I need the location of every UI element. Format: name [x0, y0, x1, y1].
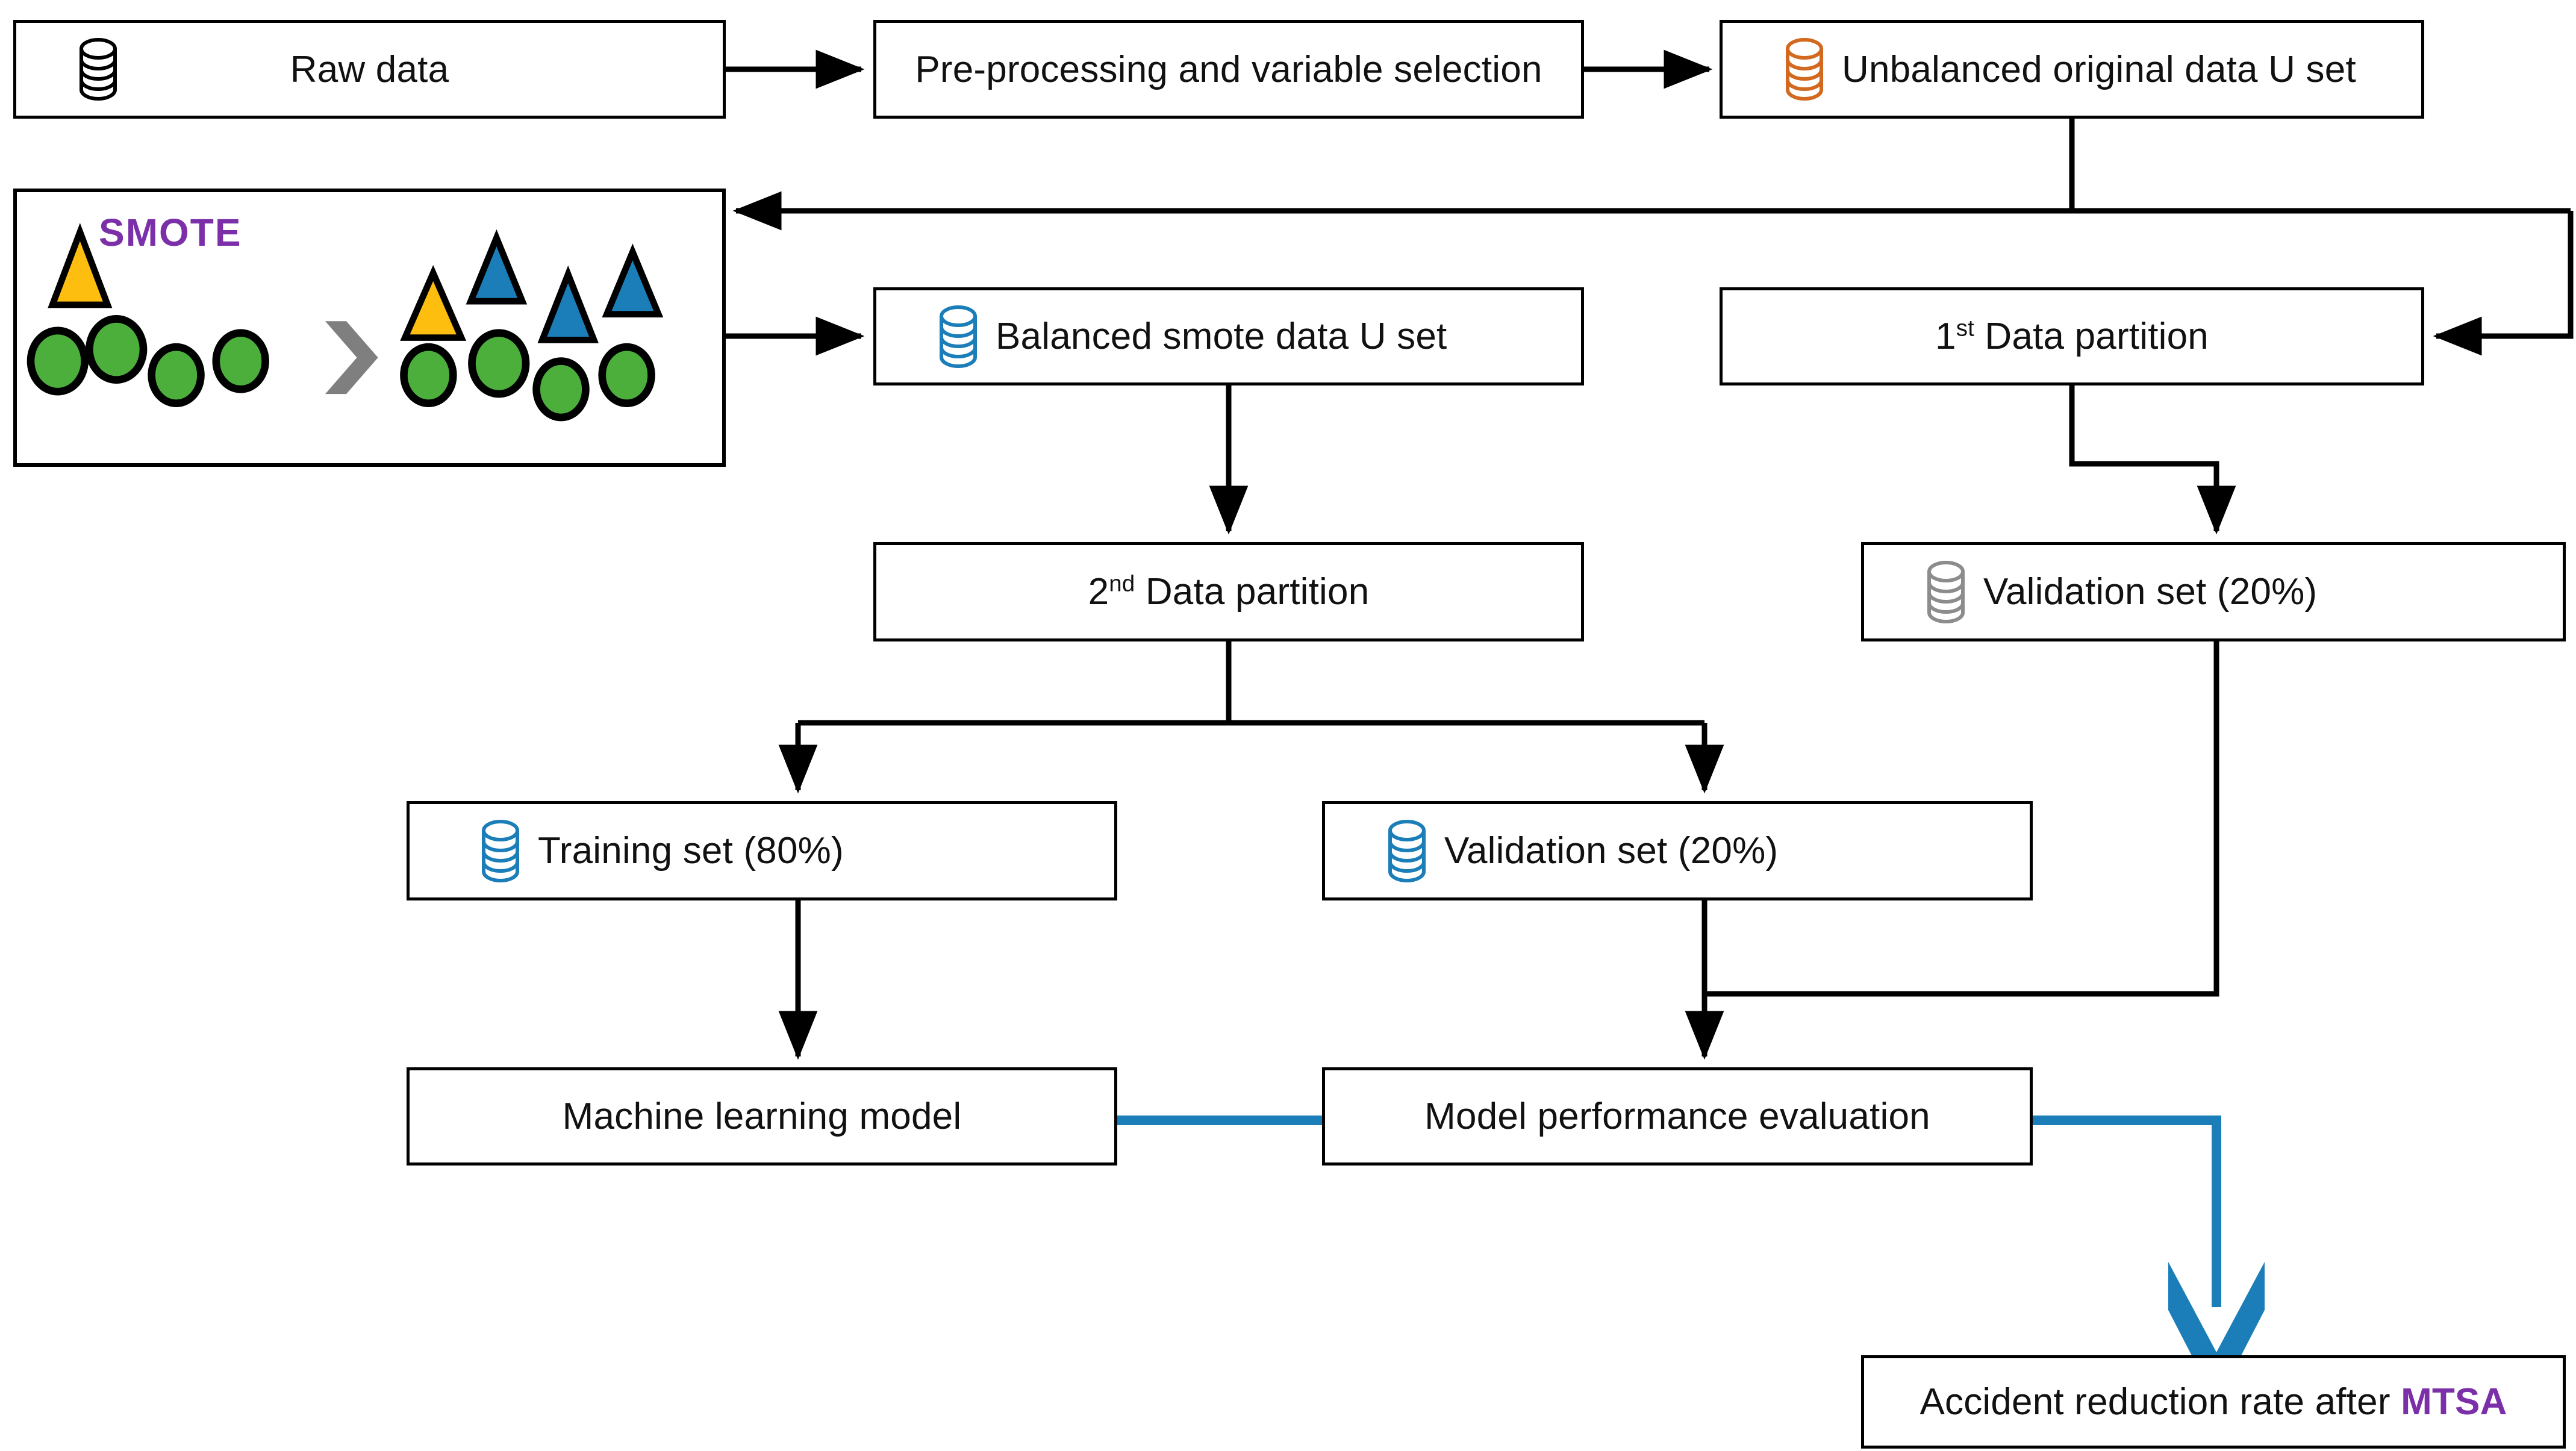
node-validation-set-mid-label: Validation set (20%) — [1444, 830, 1779, 872]
node-preprocessing[interactable]: Pre-processing and variable selection — [873, 20, 1584, 119]
node-model-performance-evaluation[interactable]: Model performance evaluation — [1322, 1067, 2033, 1165]
node-validation-set-right[interactable]: Validation set (20%) — [1861, 542, 2566, 641]
database-cylinder-icon — [1786, 38, 1823, 101]
node-data-partition-2[interactable]: 2nd Data partition — [873, 542, 1584, 641]
node-balanced-smote-label: Balanced smote data U set — [996, 316, 1447, 357]
node-validation-set-right-label: Validation set (20%) — [1983, 571, 2318, 613]
node-data-partition-2-label: 2nd Data partition — [1088, 570, 1370, 613]
smote-label: SMOTE — [99, 211, 242, 254]
triangle-yellow-after — [400, 265, 467, 341]
circle-green-before-2 — [86, 315, 148, 384]
circle-green-after-4 — [598, 343, 655, 407]
ordinal-suffix: nd — [1109, 570, 1135, 597]
triangle-blue-after-3 — [602, 243, 664, 317]
edge-evaluation-result-blue — [2033, 1116, 2221, 1307]
node-unbalanced-original[interactable]: Unbalanced original data U set — [1720, 20, 2424, 119]
node-data-partition-1[interactable]: 1st Data partition — [1720, 287, 2424, 385]
node-accident-reduction-result-label: Accident reduction rate after MTSA — [1920, 1381, 2507, 1423]
node-raw-data[interactable]: Raw data — [13, 20, 726, 119]
database-cylinder-icon — [1927, 560, 1965, 623]
node-validation-set-mid[interactable]: Validation set (20%) — [1322, 801, 2033, 900]
mtsa-highlight: MTSA — [2401, 1381, 2507, 1423]
circle-green-before-1 — [27, 326, 89, 396]
circle-green-after-3 — [532, 357, 590, 422]
node-model-performance-evaluation-label: Model performance evaluation — [1424, 1096, 1930, 1137]
node-preprocessing-label: Pre-processing and variable selection — [915, 48, 1542, 90]
node-training-set-label: Training set (80%) — [538, 830, 844, 872]
circle-green-before-3 — [148, 343, 205, 407]
database-cylinder-icon — [1388, 819, 1426, 882]
circle-green-before-4 — [212, 329, 269, 393]
ordinal-suffix: st — [1956, 315, 1974, 342]
node-training-set[interactable]: Training set (80%) — [407, 801, 1117, 900]
node-balanced-smote[interactable]: Balanced smote data U set — [873, 287, 1584, 385]
node-machine-learning-model[interactable]: Machine learning model — [407, 1067, 1117, 1165]
node-accident-reduction-result[interactable]: Accident reduction rate after MTSA — [1861, 1355, 2566, 1449]
edge-validationright-join — [1704, 641, 2219, 997]
triangle-blue-after-2 — [537, 265, 599, 343]
edge-unbalanced-to-partition1 — [2433, 211, 2574, 356]
node-unbalanced-original-label: Unbalanced original data U set — [1842, 48, 2356, 90]
smote-illustration — [27, 223, 664, 422]
node-machine-learning-model-label: Machine learning model — [562, 1096, 962, 1137]
chevron-right-icon — [325, 321, 378, 395]
triangle-yellow-before — [48, 223, 113, 308]
database-cylinder-icon — [940, 305, 977, 368]
database-cylinder-icon — [482, 819, 519, 882]
node-raw-data-label: Raw data — [290, 48, 449, 90]
edge-partition1-validationright — [2069, 385, 2236, 535]
circle-green-after-2 — [468, 329, 530, 398]
triangle-blue-after-1 — [466, 229, 528, 305]
node-smote-panel[interactable]: SMOTE — [13, 189, 726, 467]
database-cylinder-icon — [80, 38, 117, 101]
node-data-partition-1-label: 1st Data partition — [1935, 315, 2209, 357]
circle-green-after-1 — [400, 343, 457, 407]
